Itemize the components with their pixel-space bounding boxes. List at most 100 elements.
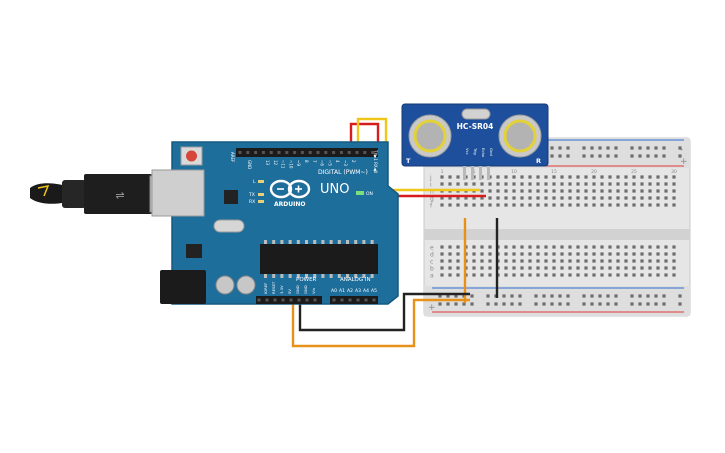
header-hole[interactable] [347, 151, 351, 154]
rail-hole[interactable] [438, 302, 442, 306]
rail-hole[interactable] [566, 154, 570, 158]
breadboard-hole[interactable] [472, 203, 476, 207]
breadboard-hole[interactable] [672, 196, 676, 200]
rail-hole[interactable] [558, 294, 562, 298]
breadboard-hole[interactable] [664, 175, 668, 179]
breadboard-hole[interactable] [504, 175, 508, 179]
breadboard-hole[interactable] [448, 245, 452, 249]
rail-hole[interactable] [598, 302, 602, 306]
breadboard-hole[interactable] [656, 189, 660, 193]
breadboard-hole[interactable] [536, 175, 540, 179]
rail-hole[interactable] [486, 294, 490, 298]
breadboard-hole[interactable] [488, 273, 492, 277]
breadboard-hole[interactable] [608, 196, 612, 200]
header-hole[interactable] [340, 298, 344, 302]
pin-trig[interactable] [471, 166, 474, 180]
breadboard-hole[interactable] [592, 259, 596, 263]
breadboard-hole[interactable] [576, 252, 580, 256]
rail-hole[interactable] [582, 302, 586, 306]
breadboard-hole[interactable] [464, 196, 468, 200]
breadboard-hole[interactable] [480, 189, 484, 193]
breadboard-hole[interactable] [600, 245, 604, 249]
header-hole[interactable] [316, 151, 320, 154]
breadboard-hole[interactable] [552, 245, 556, 249]
breadboard-hole[interactable] [464, 182, 468, 186]
breadboard-hole[interactable] [568, 196, 572, 200]
breadboard-hole[interactable] [520, 203, 524, 207]
header-hole[interactable] [313, 298, 317, 302]
breadboard-hole[interactable] [608, 189, 612, 193]
rail-hole[interactable] [614, 294, 618, 298]
breadboard-hole[interactable] [576, 182, 580, 186]
breadboard-hole[interactable] [608, 175, 612, 179]
rail-hole[interactable] [502, 302, 506, 306]
breadboard-hole[interactable] [480, 273, 484, 277]
breadboard-hole[interactable] [440, 252, 444, 256]
breadboard-hole[interactable] [440, 175, 444, 179]
rail-hole[interactable] [590, 294, 594, 298]
breadboard-hole[interactable] [672, 182, 676, 186]
breadboard-hole[interactable] [640, 252, 644, 256]
breadboard-hole[interactable] [512, 273, 516, 277]
rail-hole[interactable] [662, 294, 666, 298]
header-hole[interactable] [324, 151, 328, 154]
rail-hole[interactable] [638, 146, 642, 150]
breadboard-hole[interactable] [592, 182, 596, 186]
breadboard-hole[interactable] [584, 175, 588, 179]
breadboard-hole[interactable] [472, 245, 476, 249]
rail-hole[interactable] [558, 154, 562, 158]
rail-hole[interactable] [638, 294, 642, 298]
breadboard-hole[interactable] [640, 203, 644, 207]
breadboard-hole[interactable] [664, 245, 668, 249]
wire-red-signal[interactable] [349, 122, 486, 198]
breadboard-hole[interactable] [560, 203, 564, 207]
breadboard[interactable]: - + - + jihgfedcba151015202530 [423, 137, 691, 317]
rail-hole[interactable] [606, 294, 610, 298]
rail-hole[interactable] [598, 146, 602, 150]
rail-hole[interactable] [470, 302, 474, 306]
breadboard-hole[interactable] [568, 203, 572, 207]
breadboard-hole[interactable] [552, 266, 556, 270]
header-hole[interactable] [285, 151, 289, 154]
breadboard-hole[interactable] [488, 252, 492, 256]
breadboard-hole[interactable] [632, 175, 636, 179]
breadboard-hole[interactable] [512, 266, 516, 270]
rail-hole[interactable] [678, 146, 682, 150]
breadboard-hole[interactable] [448, 175, 452, 179]
rail-hole[interactable] [614, 302, 618, 306]
rail-hole[interactable] [470, 294, 474, 298]
breadboard-hole[interactable] [448, 259, 452, 263]
breadboard-hole[interactable] [456, 203, 460, 207]
breadboard-hole[interactable] [504, 266, 508, 270]
breadboard-hole[interactable] [664, 259, 668, 263]
breadboard-hole[interactable] [568, 266, 572, 270]
rail-hole[interactable] [614, 154, 618, 158]
breadboard-hole[interactable] [528, 189, 532, 193]
breadboard-hole[interactable] [568, 245, 572, 249]
breadboard-hole[interactable] [616, 189, 620, 193]
breadboard-hole[interactable] [552, 273, 556, 277]
breadboard-hole[interactable] [592, 252, 596, 256]
breadboard-hole[interactable] [504, 245, 508, 249]
rail-hole[interactable] [510, 302, 514, 306]
header-hole[interactable] [348, 298, 352, 302]
breadboard-hole[interactable] [528, 182, 532, 186]
breadboard-hole[interactable] [560, 266, 564, 270]
breadboard-hole[interactable] [456, 259, 460, 263]
breadboard-hole[interactable] [472, 266, 476, 270]
breadboard-hole[interactable] [576, 266, 580, 270]
breadboard-hole[interactable] [568, 182, 572, 186]
header-hole[interactable] [332, 151, 336, 154]
breadboard-hole[interactable] [600, 175, 604, 179]
breadboard-hole[interactable] [664, 273, 668, 277]
breadboard-hole[interactable] [456, 252, 460, 256]
breadboard-hole[interactable] [672, 252, 676, 256]
breadboard-hole[interactable] [448, 273, 452, 277]
breadboard-hole[interactable] [552, 203, 556, 207]
breadboard-hole[interactable] [664, 196, 668, 200]
breadboard-hole[interactable] [448, 266, 452, 270]
header-hole[interactable] [257, 298, 261, 302]
rail-hole[interactable] [598, 154, 602, 158]
breadboard-hole[interactable] [480, 196, 484, 200]
